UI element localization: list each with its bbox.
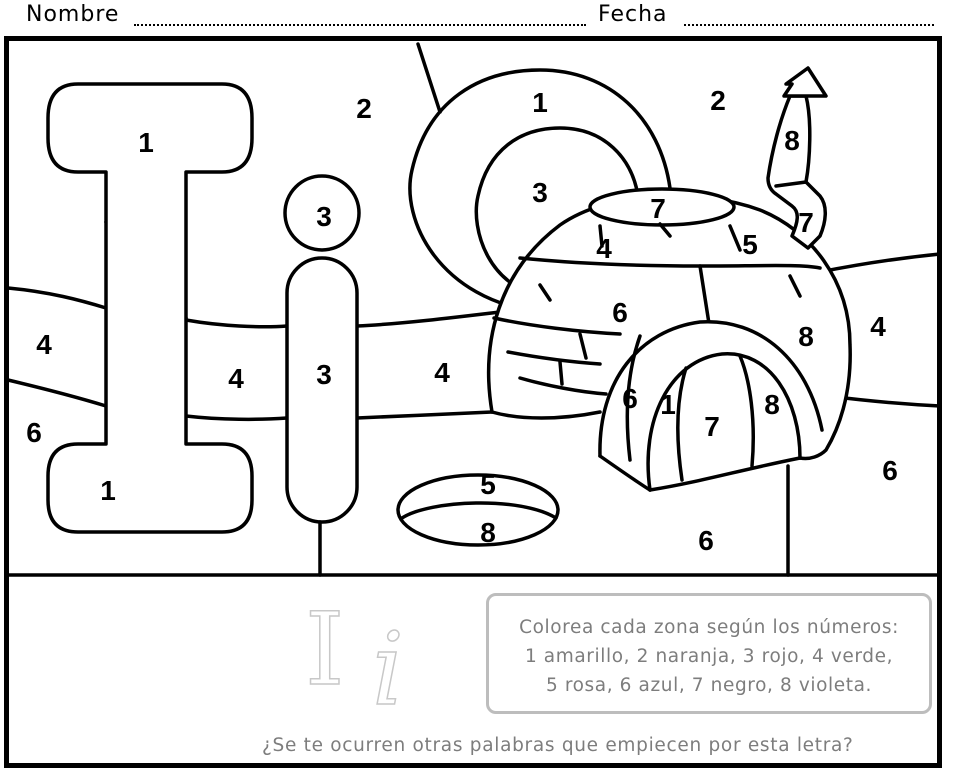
chimney	[766, 94, 827, 250]
region-number: 6	[26, 417, 42, 448]
region-number: 6	[612, 297, 628, 328]
region-number: 7	[704, 411, 720, 442]
trace-letter-uppercase: I	[304, 591, 345, 708]
band-line-left-bottom	[6, 378, 108, 408]
worksheet-frame	[4, 36, 942, 768]
region-number: 4	[36, 329, 52, 360]
igloo-brick-v7	[788, 274, 802, 298]
sun-outer-ring	[408, 68, 672, 314]
band-line-left-top	[6, 286, 108, 310]
date-field[interactable]	[684, 24, 934, 26]
igloo-brick-v2	[598, 224, 604, 248]
instructions-line-1: Colorea cada zona según los números:	[519, 617, 899, 638]
name-field[interactable]	[134, 24, 586, 26]
region-number: 6	[698, 525, 714, 556]
question-text: ¿Se te ocurren otras palabras que empiec…	[262, 735, 854, 756]
ground-line-right	[818, 252, 942, 274]
igloo-brick-row-2	[492, 316, 622, 336]
band-line-mid-top	[184, 318, 289, 329]
sun-inner-ring	[474, 126, 640, 298]
ice-hole	[396, 473, 560, 547]
chimney-joint	[774, 180, 808, 188]
ice-hole-water-line	[400, 501, 558, 520]
sky-divider	[416, 42, 442, 114]
region-number: 2	[356, 93, 372, 124]
band-line-right-top	[355, 310, 502, 328]
igloo-brick-v3	[728, 224, 742, 252]
region-number: 6	[622, 383, 638, 414]
igloo-brick-v1	[698, 264, 712, 332]
instructions-box: Colorea cada zona según los números: 1 a…	[486, 593, 932, 714]
region-number: 1	[138, 127, 154, 158]
igloo-base	[490, 410, 602, 420]
letter-i-stem	[285, 256, 359, 524]
igloo-brick-row-4	[518, 376, 608, 396]
region-number: 4	[434, 357, 450, 388]
band-line-right-bottom	[355, 410, 494, 420]
entrance-rib-3	[738, 354, 755, 468]
date-label: Fecha	[598, 2, 668, 27]
region-number: 8	[480, 517, 496, 548]
region-number: 5	[742, 229, 758, 260]
region-number: 1	[100, 475, 116, 506]
worksheet-header: Nombre Fecha	[0, 0, 958, 34]
region-number: 8	[764, 389, 780, 420]
region-number: 1	[532, 87, 548, 118]
igloo-brick-v4	[538, 283, 552, 302]
instructions-line-3: 5 rosa, 6 azul, 7 negro, 8 violeta.	[545, 675, 873, 696]
entrance-base-left	[598, 454, 652, 492]
region-number: 5	[480, 469, 496, 500]
big-letter-I	[46, 82, 254, 534]
region-number: 3	[316, 359, 332, 390]
entrance-rib-2	[676, 366, 688, 482]
igloo-brick-v5	[578, 332, 588, 360]
region-number: 4	[596, 233, 612, 264]
entrance-rib-1	[625, 334, 642, 462]
region-number: 8	[784, 125, 800, 156]
igloo-brick-v6	[558, 360, 564, 386]
region-number: 1	[660, 389, 676, 420]
chimney-arrow	[782, 66, 828, 98]
region-number: 8	[798, 321, 814, 352]
region-number: 3	[316, 201, 332, 232]
entrance-base-bottom	[648, 456, 802, 492]
igloo-entrance-inner	[646, 352, 802, 492]
name-label: Nombre	[26, 2, 120, 27]
region-number: 3	[532, 177, 548, 208]
region-number: 4	[228, 363, 244, 394]
trace-letter-lowercase: i	[371, 611, 404, 728]
region-number: 7	[798, 207, 814, 238]
igloo-brick-row-1	[518, 256, 822, 270]
igloo-brick-row-3	[506, 350, 602, 366]
instructions-line-2: 1 amarillo, 2 naranja, 3 rojo, 4 verde,	[524, 646, 894, 667]
igloo-brick-v8	[658, 222, 672, 238]
region-number: 2	[710, 85, 726, 116]
region-number: 6	[882, 455, 898, 486]
band-line-mid-bottom	[184, 414, 289, 422]
region-number: 4	[870, 311, 886, 342]
region-number: 7	[650, 193, 666, 224]
letter-i-dot	[283, 174, 361, 252]
